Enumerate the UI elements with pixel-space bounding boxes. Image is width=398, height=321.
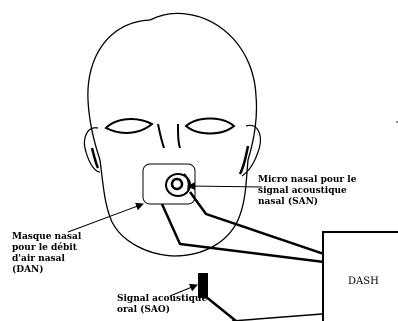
label-micro-nasal: Micro nasal pour le signal acoustique na… [258, 175, 382, 208]
nose-left [158, 124, 164, 148]
right-eye [186, 119, 234, 134]
nose-right [178, 124, 180, 148]
head-outline [88, 13, 257, 256]
dash-label: DASH [348, 276, 379, 287]
arrow-masque [68, 204, 143, 232]
left-eye [106, 119, 152, 133]
nasal-mask [143, 164, 195, 204]
label-masque-nasal: Masque nasal pour le débit d'air nasal (… [12, 232, 92, 276]
label-signal-oral: Signal acoustique oral (SAO) [117, 294, 217, 316]
arrow-micro [188, 186, 262, 187]
cable-mask-to-dash [162, 204, 324, 262]
cable-oral-bottom [232, 314, 322, 321]
